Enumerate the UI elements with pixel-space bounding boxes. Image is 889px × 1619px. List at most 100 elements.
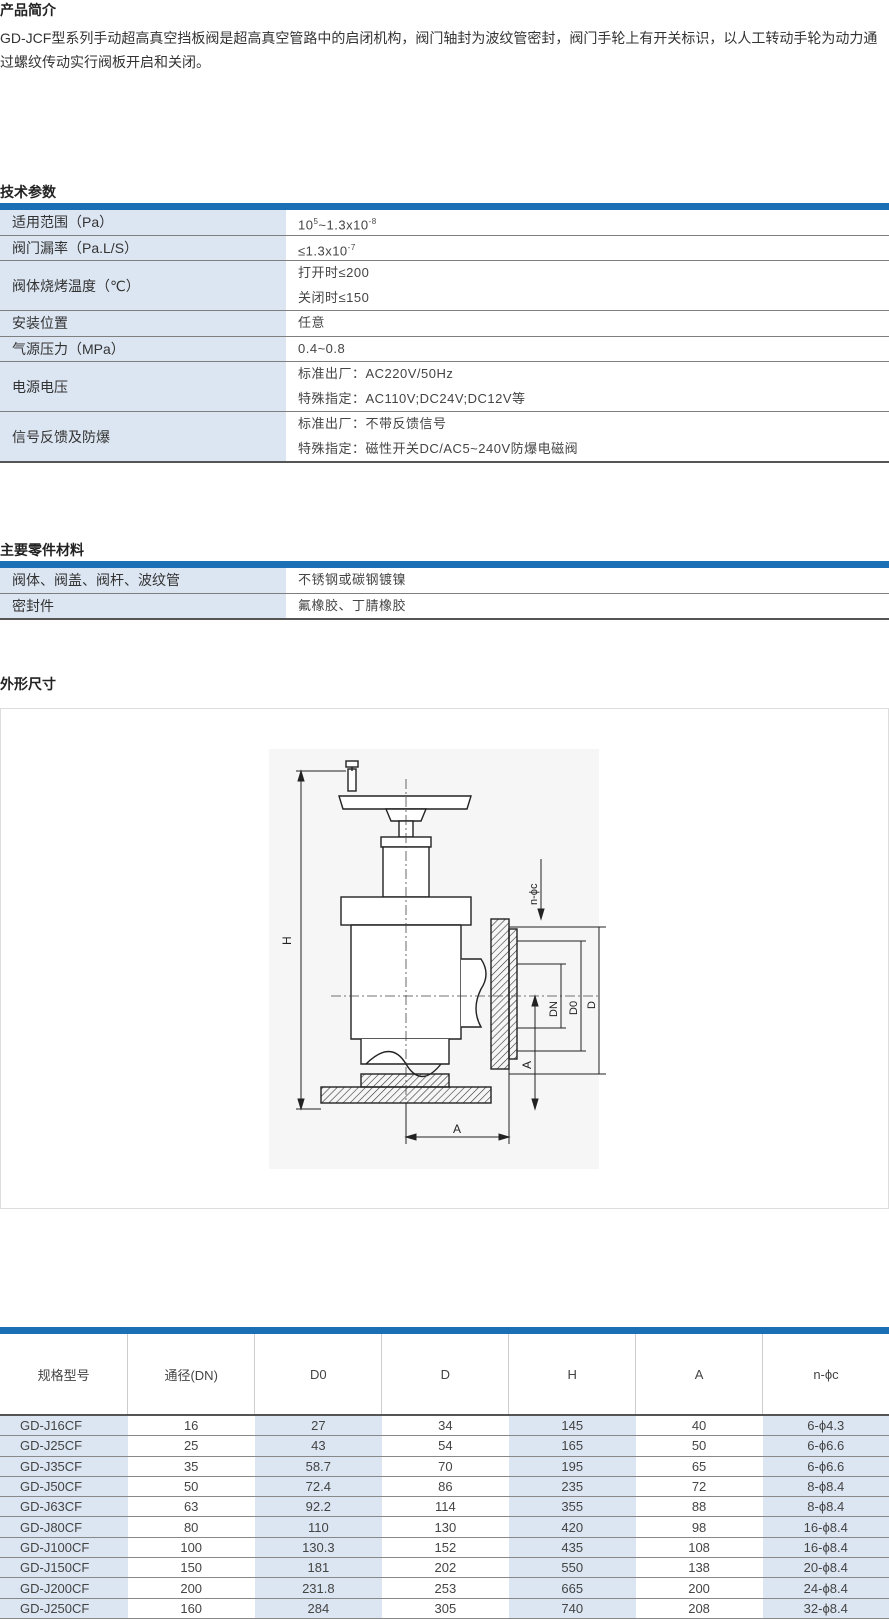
material-value: 不锈钢或碳钢镀镍 [286, 568, 889, 593]
range-mid: ~1.3x10 [318, 217, 368, 232]
materials-title: 主要零件材料 [0, 540, 84, 560]
tech-label: 信号反馈及防爆 [0, 412, 286, 463]
table-cell: 160 [128, 1598, 255, 1618]
tech-label: 适用范围（Pa） [0, 210, 286, 235]
table-cell: 72 [636, 1476, 763, 1496]
tech-value-line: 任意 [298, 311, 889, 336]
table-cell: 50 [128, 1476, 255, 1496]
table-cell: GD-J25CF [0, 1436, 128, 1456]
intro-text: GD-JCF型系列手动超高真空挡板阀是超高真空管路中的启闭机构，阀门轴封为波纹管… [0, 26, 880, 74]
table-cell: 138 [636, 1558, 763, 1578]
dimension-drawing-frame: H A A DN [0, 708, 889, 1209]
table-cell: GD-J80CF [0, 1517, 128, 1537]
table-cell: 420 [509, 1517, 636, 1537]
table-cell: 165 [509, 1436, 636, 1456]
table-cell: 235 [509, 1476, 636, 1496]
tech-label: 安装位置 [0, 311, 286, 337]
table-cell: 88 [636, 1497, 763, 1517]
table-cell: 16-ϕ8.4 [763, 1537, 889, 1557]
table-cell: 63 [128, 1497, 255, 1517]
table-cell: 65 [636, 1456, 763, 1476]
label-h: H [280, 936, 294, 945]
table-cell: 665 [509, 1578, 636, 1598]
tech-value-line: 0.4~0.8 [298, 337, 889, 362]
material-row: 阀体、阀盖、阀杆、波纹管 不锈钢或碳钢镀镍 [0, 568, 889, 593]
table-cell: 6-ϕ6.6 [763, 1436, 889, 1456]
material-value-line: 不锈钢或碳钢镀镍 [298, 568, 889, 593]
table-cell: 25 [128, 1436, 255, 1456]
table-cell: 6-ϕ6.6 [763, 1456, 889, 1476]
table-cell: 208 [636, 1598, 763, 1618]
table-cell: GD-J200CF [0, 1578, 128, 1598]
table-cell: 50 [636, 1436, 763, 1456]
table-cell: 58.7 [255, 1456, 382, 1476]
tech-value: 任意 [286, 311, 889, 337]
table-cell: 200 [128, 1578, 255, 1598]
table-cell: 195 [509, 1456, 636, 1476]
spec-header: A [636, 1334, 763, 1415]
material-label: 阀体、阀盖、阀杆、波纹管 [0, 568, 286, 593]
table-cell: 202 [382, 1558, 509, 1578]
tech-row: 信号反馈及防爆 标准出厂：不带反馈信号特殊指定：磁性开关DC/AC5~240V防… [0, 412, 889, 463]
table-cell: 6-ϕ4.3 [763, 1415, 889, 1436]
tech-label: 阀体烧烤温度（℃） [0, 261, 286, 311]
materials-table: 阀体、阀盖、阀杆、波纹管 不锈钢或碳钢镀镍 密封件 氟橡胶、丁腈橡胶 [0, 568, 889, 620]
table-cell: 80 [128, 1517, 255, 1537]
table-cell: 114 [382, 1497, 509, 1517]
label-dn: DN [548, 1001, 560, 1017]
table-cell: 20-ϕ8.4 [763, 1558, 889, 1578]
tech-value-line: 特殊指定：AC110V;DC24V;DC12V等 [298, 387, 889, 412]
range-base: 10 [298, 217, 313, 232]
table-cell: 54 [382, 1436, 509, 1456]
table-cell: 16 [128, 1415, 255, 1436]
table-cell: 305 [382, 1598, 509, 1618]
table-cell: 200 [636, 1578, 763, 1598]
intro-title: 产品简介 [0, 0, 56, 20]
tech-row: 气源压力（MPa） 0.4~0.8 [0, 336, 889, 362]
tech-title: 技术参数 [0, 182, 56, 202]
table-cell: 550 [509, 1558, 636, 1578]
table-cell: 740 [509, 1598, 636, 1618]
table-cell: 27 [255, 1415, 382, 1436]
tech-value: 105~1.3x10-8 [286, 210, 889, 235]
spec-header: H [509, 1334, 636, 1415]
label-a-bottom: A [453, 1122, 461, 1136]
label-a-side: A [520, 1061, 534, 1069]
table-cell: 284 [255, 1598, 382, 1618]
materials-bar [0, 561, 889, 568]
label-d: D [586, 1001, 598, 1009]
material-label: 密封件 [0, 593, 286, 619]
table-cell: 100 [128, 1537, 255, 1557]
table-cell: 231.8 [255, 1578, 382, 1598]
label-d0: D0 [568, 1001, 580, 1015]
material-row: 密封件 氟橡胶、丁腈橡胶 [0, 593, 889, 619]
table-cell: GD-J35CF [0, 1456, 128, 1476]
table-cell: GD-J100CF [0, 1537, 128, 1557]
table-cell: 8-ϕ8.4 [763, 1497, 889, 1517]
tech-value: 0.4~0.8 [286, 336, 889, 362]
spec-header: D0 [255, 1334, 382, 1415]
material-value: 氟橡胶、丁腈橡胶 [286, 593, 889, 619]
valve-dimension-drawing: H A A DN [1, 709, 888, 1208]
table-cell: GD-J50CF [0, 1476, 128, 1496]
table-cell: 355 [509, 1497, 636, 1517]
dimensions-title: 外形尺寸 [0, 674, 56, 694]
table-cell: GD-J250CF [0, 1598, 128, 1618]
table-cell: 253 [382, 1578, 509, 1598]
tech-row: 阀门漏率（Pa.L/S） ≤1.3x10-7 [0, 235, 889, 261]
table-cell: 40 [636, 1415, 763, 1436]
spec-header: 通径(DN) [128, 1334, 255, 1415]
table-cell: 435 [509, 1537, 636, 1557]
tech-label: 气源压力（MPa） [0, 336, 286, 362]
